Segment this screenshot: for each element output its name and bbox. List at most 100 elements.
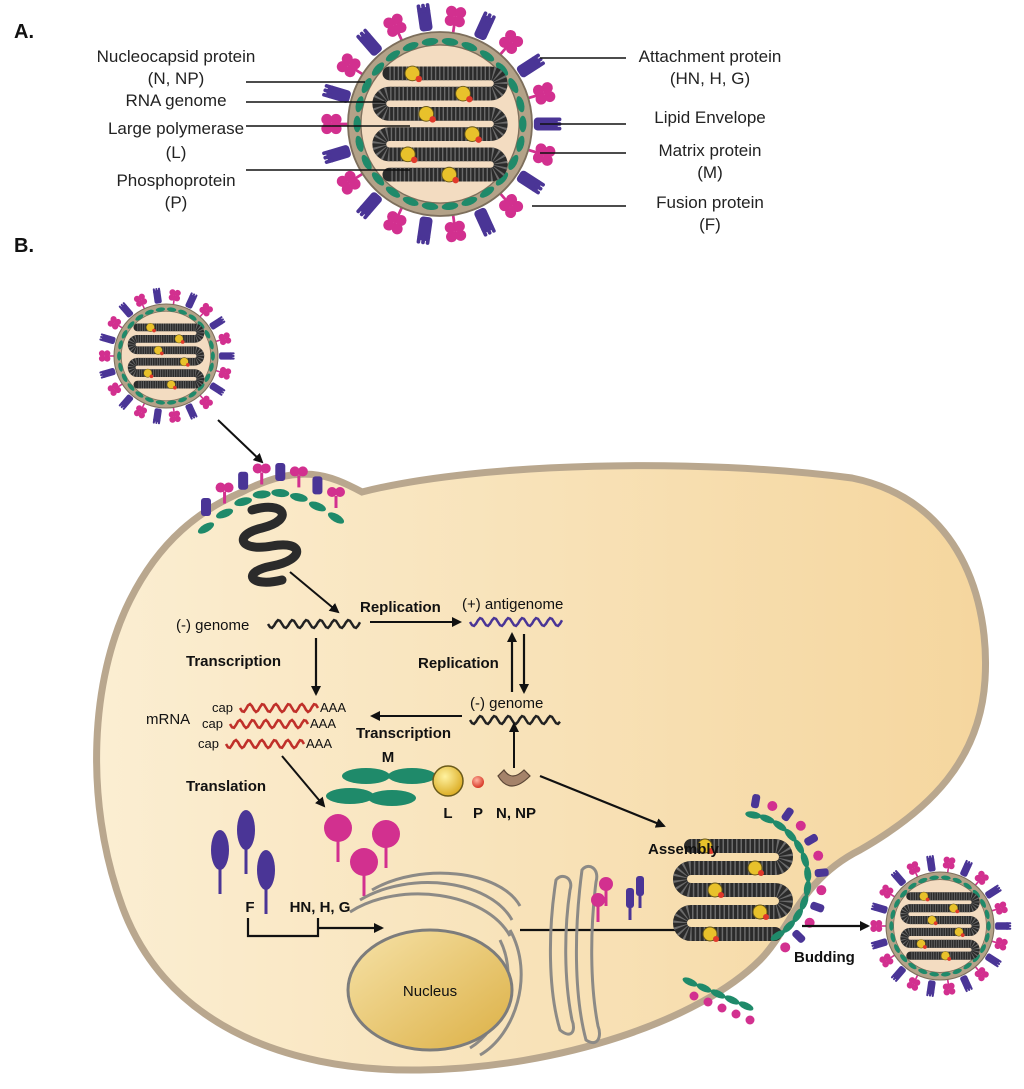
virion-incoming: [98, 287, 235, 425]
attachment-spike: [336, 53, 364, 78]
attachment-spike: [527, 82, 556, 105]
attachment-spike: [870, 920, 886, 932]
matrix-protein: [135, 314, 144, 321]
fusion-protein-stem: [628, 906, 632, 920]
mrna-polya: AAA: [320, 700, 346, 715]
phosphoprotein-p: [475, 136, 482, 143]
matrix-protein: [402, 196, 419, 206]
arrow-attachment: [217, 419, 264, 464]
matrix-protein: [929, 972, 939, 977]
matrix-protein: [984, 932, 990, 943]
attachment-protein: [350, 848, 378, 876]
label-matrix-protein: Matrix protein: [659, 141, 762, 160]
attachment-spike: [816, 885, 827, 896]
attachment-spike: [717, 1003, 727, 1013]
matrix-protein: [461, 42, 478, 52]
fusion-spike: [890, 870, 906, 886]
fusion-spike: [209, 382, 226, 396]
matrix-protein: [963, 882, 972, 890]
phosphoprotein-p: [922, 945, 927, 949]
neg-genome-strand-1: [266, 618, 362, 630]
arrow-to-assembly: [539, 774, 666, 828]
fusion-spike: [804, 833, 819, 846]
fusion-entry-site: [197, 463, 345, 534]
label-large-polymerase-abbrev: (L): [166, 143, 187, 162]
matrix-protein: [784, 828, 797, 842]
phosphoprotein-p: [160, 351, 164, 356]
fusion-spike: [416, 216, 433, 245]
polymerase-l: [174, 334, 184, 344]
attachment-spike: [168, 289, 181, 305]
matrix-protein: [889, 921, 894, 931]
matrix-protein: [421, 38, 439, 46]
matrix-protein: [461, 196, 478, 206]
phosphoprotein-p: [955, 909, 960, 914]
label-fusion-protein-abbrev: (F): [699, 215, 721, 234]
entering-nucleocapsid: [238, 502, 302, 587]
matrix-protein: [986, 921, 991, 931]
fusion-spike: [814, 868, 829, 878]
attachment-spike: [991, 901, 1008, 915]
fusion-protein-stem: [638, 894, 642, 908]
assembly-site: [673, 794, 829, 1025]
matrix-protein: [385, 186, 401, 198]
fusion-spike: [275, 463, 286, 482]
nucleocapsid-texture: [372, 66, 508, 182]
mrna-polya: AAA: [310, 716, 336, 731]
matrix-protein: [197, 321, 205, 329]
label-phosphoprotein: Phosphoprotein: [116, 171, 235, 190]
matrix-protein: [682, 977, 698, 987]
matrix-protein: [495, 62, 509, 76]
attachment-spike: [906, 861, 921, 878]
matrix-protein: [890, 932, 896, 943]
attachment-spike: [335, 487, 345, 497]
host-cell: [93, 462, 990, 1074]
phosphoprotein-p: [758, 870, 764, 876]
matrix-protein: [197, 383, 205, 391]
translation-label: Translation: [186, 778, 266, 795]
attachment-spike: [215, 366, 232, 380]
fusion-protein: [237, 810, 255, 850]
attachment-spike: [444, 214, 467, 243]
label-matrix-protein-abbrev: (M): [697, 163, 722, 182]
attachment-spike: [527, 143, 556, 166]
polymerase-l: [916, 939, 926, 949]
matrix-protein: [234, 497, 252, 507]
matrix-protein: [516, 96, 525, 113]
matrix-protein: [772, 820, 787, 832]
fusion-spike: [322, 84, 351, 103]
matrix-protein: [745, 811, 762, 819]
attachment-spike: [199, 394, 213, 410]
mrna-cap: cap: [212, 700, 233, 715]
fusion-spike: [209, 316, 226, 330]
attachment-spike: [879, 884, 896, 899]
fusion-protein-stem: [218, 868, 222, 894]
matrix-protein: [804, 866, 812, 882]
hn-label: HN, H, G: [290, 899, 351, 916]
nucleoprotein-n: [497, 769, 531, 787]
fusion-spike: [750, 794, 761, 809]
matrix-protein: [972, 954, 980, 963]
matrix-protein: [738, 1001, 754, 1011]
matrix-protein: [188, 391, 197, 398]
fusion-spike: [322, 145, 351, 164]
mrna-strand: [238, 702, 320, 714]
mrna-polya: AAA: [306, 736, 332, 751]
polymerase-l: [404, 65, 421, 82]
matrix-protein: [127, 321, 135, 329]
attachment-protein: [599, 877, 613, 891]
attachment-spike: [499, 29, 524, 56]
fusion-protein: [626, 888, 634, 908]
panel-a-label: A.: [14, 21, 34, 43]
attachment-protein: [324, 814, 352, 842]
arrow-translation: [281, 755, 326, 808]
attachment-spike: [321, 113, 349, 135]
attachment-spike: [133, 402, 148, 419]
attachment-stem: [297, 475, 301, 488]
polymerase-l: [948, 903, 959, 913]
matrix-protein: [894, 944, 900, 954]
fusion-spike: [474, 11, 496, 41]
matrix-protein: [724, 995, 740, 1005]
attachment-spike: [499, 192, 524, 219]
virion-large: [321, 3, 562, 245]
